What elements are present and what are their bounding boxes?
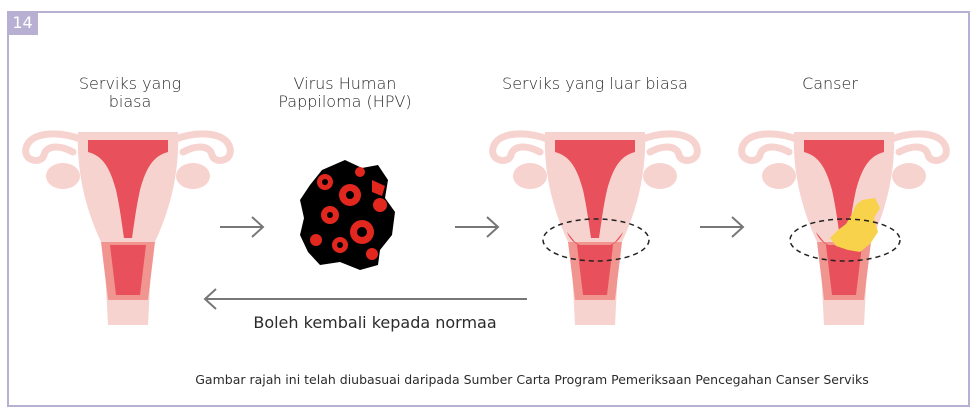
abnormal-cervix-illustration: [493, 132, 698, 325]
normal-cervix-illustration: [26, 132, 231, 325]
back-arrow-label: Boleh kembali kepada normaa: [210, 313, 540, 332]
arrow-left-icon: [205, 289, 527, 309]
arrow-right-icon: [455, 217, 498, 237]
arrow-right-icon: [700, 217, 743, 237]
hpv-virus-icon: [300, 160, 395, 270]
figure-caption: Gambar rajah ini telah diubasuai daripad…: [122, 372, 942, 387]
arrow-right-icon: [220, 217, 263, 237]
